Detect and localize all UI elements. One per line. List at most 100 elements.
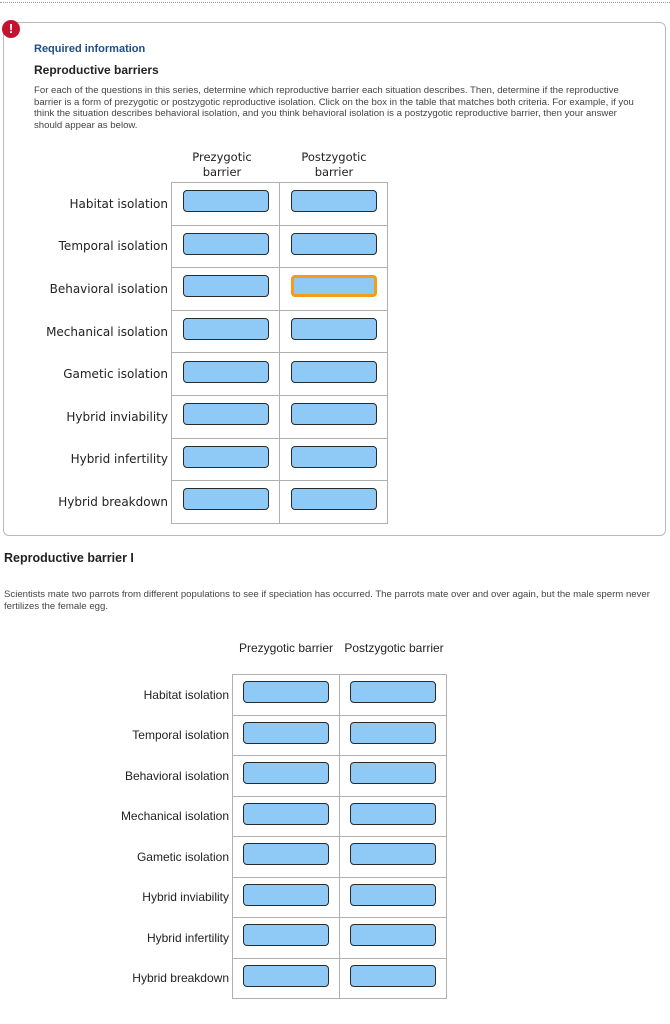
cell-postzygotic	[339, 836, 447, 878]
hybrid-inviability-prezygotic-box[interactable]	[243, 883, 329, 906]
top-divider	[0, 2, 670, 3]
table-row: Behavioral isolation	[0, 755, 447, 797]
cell-postzygotic	[339, 917, 447, 959]
hybrid-breakdown-postzygotic-box[interactable]	[350, 964, 436, 987]
cell-prezygotic	[232, 714, 340, 756]
cell-prezygotic	[232, 957, 340, 999]
habitat-isolation-prezygotic-box[interactable]	[182, 190, 269, 213]
row-label-hybrid-breakdown: Hybrid breakdown	[58, 494, 168, 509]
cell-prezygotic	[171, 182, 280, 226]
behavioral-isolation-prezygotic-box[interactable]	[243, 762, 329, 785]
answer-col-prezygotic: Prezygotic barrier	[238, 641, 334, 655]
mechanical-isolation-prezygotic-box[interactable]	[182, 318, 269, 341]
row-label-temporal-isolation: Temporal isolation	[132, 728, 229, 743]
required-info-label: Required information	[34, 43, 146, 55]
cell-prezygotic	[232, 755, 340, 797]
behavioral-isolation-postzygotic-box[interactable]	[350, 762, 436, 785]
cell-prezygotic	[232, 836, 340, 878]
cell-postzygotic	[279, 437, 388, 482]
table-row: Mechanical isolation	[0, 309, 388, 354]
row-label-hybrid-inviability: Hybrid inviability	[66, 409, 168, 424]
table-row: Hybrid breakdown	[0, 480, 388, 524]
cell-prezygotic	[171, 267, 280, 311]
table-row: Hybrid inviability	[0, 876, 447, 918]
row-label-behavioral-isolation: Behavioral isolation	[49, 281, 168, 296]
habitat-isolation-postzygotic-box[interactable]	[350, 681, 436, 704]
gametic-isolation-postzygotic-box[interactable]	[350, 843, 436, 866]
row-label-temporal-isolation: Temporal isolation	[58, 239, 168, 254]
hybrid-infertility-postzygotic-box[interactable]	[350, 924, 436, 947]
hybrid-breakdown-prezygotic-box[interactable]	[243, 964, 329, 987]
row-label-mechanical-isolation: Mechanical isolation	[120, 809, 229, 824]
hybrid-infertility-prezygotic-box[interactable]	[243, 924, 329, 947]
temporal-isolation-postzygotic-box[interactable]	[350, 721, 436, 744]
table-row: Habitat isolation	[0, 674, 447, 716]
cell-postzygotic	[339, 957, 447, 999]
cell-prezygotic	[232, 917, 340, 959]
table-row: Temporal isolation	[0, 224, 388, 269]
table-row: Mechanical isolation	[0, 795, 447, 837]
row-label-hybrid-infertility: Hybrid infertility	[146, 930, 229, 945]
table-row: Hybrid infertility	[0, 437, 388, 482]
cell-postzygotic	[279, 267, 388, 311]
cell-postzygotic	[279, 480, 388, 524]
question-text: Scientists mate two parrots from differe…	[4, 589, 650, 612]
cell-prezygotic	[171, 394, 280, 439]
hybrid-inviability-prezygotic-box[interactable]	[182, 403, 269, 426]
cell-postzygotic	[279, 394, 388, 439]
temporal-isolation-postzygotic-box[interactable]	[290, 232, 377, 255]
gametic-isolation-postzygotic-box[interactable]	[290, 360, 377, 383]
row-label-habitat-isolation: Habitat isolation	[69, 196, 168, 211]
row-label-mechanical-isolation: Mechanical isolation	[46, 324, 168, 339]
cell-prezygotic	[232, 795, 340, 837]
section-title: Reproductive barriers	[34, 63, 159, 77]
hybrid-inviability-postzygotic-box[interactable]	[290, 403, 377, 426]
cell-prezygotic	[171, 480, 280, 524]
gametic-isolation-prezygotic-box[interactable]	[182, 360, 269, 383]
instructions-text: For each of the questions in this series…	[34, 85, 634, 131]
cell-prezygotic	[171, 224, 280, 269]
row-label-gametic-isolation: Gametic isolation	[63, 367, 168, 382]
row-label-hybrid-infertility: Hybrid infertility	[70, 452, 168, 467]
temporal-isolation-prezygotic-box[interactable]	[243, 721, 329, 744]
row-label-gametic-isolation: Gametic isolation	[136, 849, 229, 864]
row-label-hybrid-inviability: Hybrid inviability	[142, 890, 229, 905]
cell-postzygotic	[339, 755, 447, 797]
table-row: Habitat isolation	[0, 182, 388, 226]
hybrid-breakdown-prezygotic-box[interactable]	[182, 488, 269, 511]
cell-postzygotic	[339, 795, 447, 837]
table-row: Gametic isolation	[0, 352, 388, 396]
cell-prezygotic	[171, 352, 280, 396]
example-col-postzygotic: Postzygotic barrier	[301, 150, 367, 179]
cell-postzygotic	[279, 309, 388, 354]
table-row: Hybrid inviability	[0, 394, 388, 439]
hybrid-infertility-prezygotic-box[interactable]	[182, 445, 269, 468]
table-row: Temporal isolation	[0, 714, 447, 756]
row-label-habitat-isolation: Habitat isolation	[143, 687, 229, 702]
cell-postzygotic	[279, 182, 388, 226]
row-label-hybrid-breakdown: Hybrid breakdown	[132, 971, 229, 986]
behavioral-isolation-prezygotic-box[interactable]	[182, 275, 269, 298]
hybrid-infertility-postzygotic-box[interactable]	[290, 445, 377, 468]
exclamation-icon: !	[2, 20, 20, 38]
temporal-isolation-prezygotic-box[interactable]	[182, 232, 269, 255]
gametic-isolation-prezygotic-box[interactable]	[243, 843, 329, 866]
mechanical-isolation-prezygotic-box[interactable]	[243, 802, 329, 825]
habitat-isolation-postzygotic-box[interactable]	[290, 190, 377, 213]
cell-postzygotic	[279, 352, 388, 396]
row-label-behavioral-isolation: Behavioral isolation	[124, 768, 229, 783]
required-info-panel	[3, 22, 666, 536]
cell-postzygotic	[279, 224, 388, 269]
table-row: Hybrid breakdown	[0, 957, 447, 999]
cell-prezygotic	[232, 674, 340, 716]
hybrid-inviability-postzygotic-box[interactable]	[350, 883, 436, 906]
hybrid-breakdown-postzygotic-box[interactable]	[290, 488, 377, 511]
mechanical-isolation-postzygotic-box[interactable]	[350, 802, 436, 825]
cell-postzygotic	[339, 714, 447, 756]
mechanical-isolation-postzygotic-box[interactable]	[290, 318, 377, 341]
habitat-isolation-prezygotic-box[interactable]	[243, 681, 329, 704]
cell-postzygotic	[339, 876, 447, 918]
question-title: Reproductive barrier I	[4, 551, 134, 565]
behavioral-isolation-postzygotic-box[interactable]	[290, 275, 377, 298]
